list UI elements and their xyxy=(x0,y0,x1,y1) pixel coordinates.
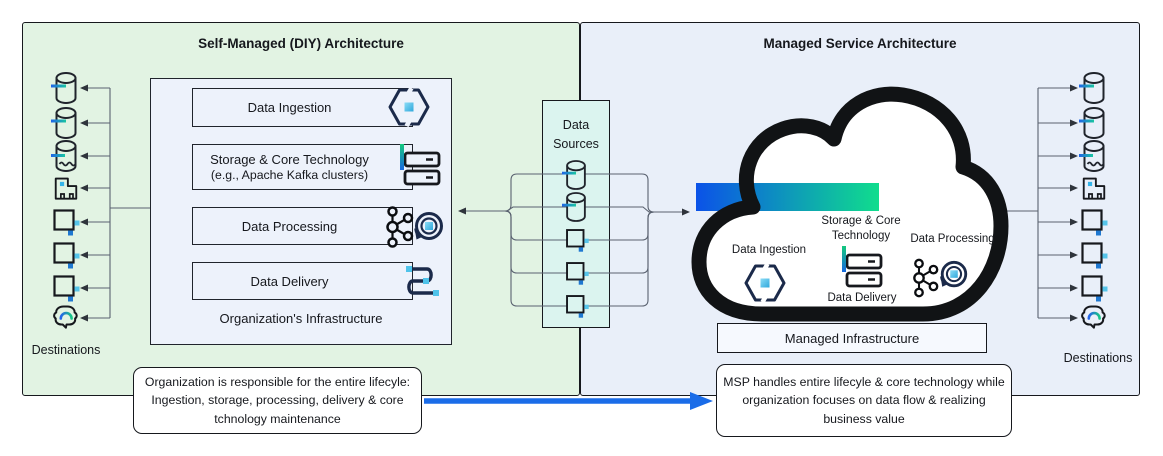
data-warehouse-icon xyxy=(52,173,80,201)
ai-destination-icon xyxy=(1078,303,1110,333)
diy-storage-label: Storage & Core Technology xyxy=(210,152,369,167)
cloud-storage-label-line1: Storage & Core xyxy=(821,215,901,227)
application-icon xyxy=(1079,240,1109,270)
diy-ingestion-label: Data Ingestion xyxy=(247,100,332,115)
data-ingestion-icon xyxy=(386,87,432,127)
managed-infrastructure-label: Managed Infrastructure xyxy=(784,330,920,346)
kafka-icon xyxy=(912,257,940,299)
cloud xyxy=(691,86,1009,322)
managed-note-text: MSP handles entire lifecyle & core techn… xyxy=(723,374,1005,426)
application-icon xyxy=(51,240,81,270)
processing-target-icon xyxy=(412,210,446,244)
diy-component-storage: Storage & Core Technology (e.g., Apache … xyxy=(192,144,413,190)
server-stack-icon xyxy=(395,144,443,188)
cloud-processing-label: Data Processing xyxy=(910,233,995,245)
application-icon xyxy=(1079,273,1109,303)
diy-delivery-label: Data Delivery xyxy=(250,273,329,289)
managed-note-box: MSP handles entire lifecyle & core techn… xyxy=(716,364,1012,437)
application-icon xyxy=(564,293,590,319)
diy-destinations-wires xyxy=(84,87,150,319)
database-icon xyxy=(1079,71,1109,105)
transition-arrow xyxy=(424,392,713,410)
database-icon xyxy=(51,71,81,105)
application-icon xyxy=(51,273,81,303)
cloud-storage-label-line2: Technology xyxy=(831,230,891,242)
processing-target-icon xyxy=(938,259,970,291)
gradient-bar xyxy=(696,183,879,211)
org-infrastructure-label: Organization's Infrastructure xyxy=(219,311,383,326)
ai-destination-icon xyxy=(50,303,82,333)
cloud-delivery-label: Data Delivery xyxy=(827,292,897,304)
diy-destinations-arrowheads xyxy=(80,84,88,322)
diy-note-box: Organization is responsible for the enti… xyxy=(133,367,422,434)
data-lake-icon xyxy=(51,139,81,173)
database-icon xyxy=(51,106,81,140)
application-icon xyxy=(564,227,590,253)
data-ingestion-icon xyxy=(742,263,788,303)
sources-to-cloud-wires xyxy=(576,173,684,307)
database-icon xyxy=(562,159,590,191)
sources-to-cloud-arrowhead xyxy=(682,208,690,216)
diy-storage-sublabel: (e.g., Apache Kafka clusters) xyxy=(210,168,369,182)
application-icon xyxy=(1079,207,1109,237)
diy-component-processing: Data Processing xyxy=(192,207,413,245)
data-warehouse-icon xyxy=(1080,173,1108,201)
database-icon xyxy=(1079,106,1109,140)
kafka-icon xyxy=(385,205,415,249)
pipeline-icon xyxy=(398,261,442,301)
sources-label-line1: Data xyxy=(562,118,590,132)
managed-destinations-label: Destinations xyxy=(1063,351,1133,365)
application-icon xyxy=(51,207,81,237)
cloud-ingestion-label: Data Ingestion xyxy=(731,244,807,256)
server-stack-icon xyxy=(837,246,885,290)
database-icon xyxy=(562,191,590,223)
managed-panel-title: Managed Service Architecture xyxy=(763,36,957,51)
sources-label-line2: Sources xyxy=(553,137,599,151)
managed-destinations-arrowheads xyxy=(1070,84,1078,322)
diy-note-text: Organization is responsible for the enti… xyxy=(144,374,411,426)
application-icon xyxy=(564,260,590,286)
data-lake-icon xyxy=(1079,139,1109,173)
managed-infrastructure-box: Managed Infrastructure xyxy=(717,323,987,353)
sources-to-diy-wires xyxy=(462,173,576,307)
diy-component-delivery: Data Delivery xyxy=(192,262,413,300)
diy-component-ingestion: Data Ingestion xyxy=(192,88,413,127)
diy-destinations-label: Destinations xyxy=(31,343,101,357)
diy-processing-label: Data Processing xyxy=(241,218,338,234)
diy-panel-title: Self-Managed (DIY) Architecture xyxy=(198,36,404,51)
sources-to-diy-arrowhead xyxy=(458,207,466,215)
